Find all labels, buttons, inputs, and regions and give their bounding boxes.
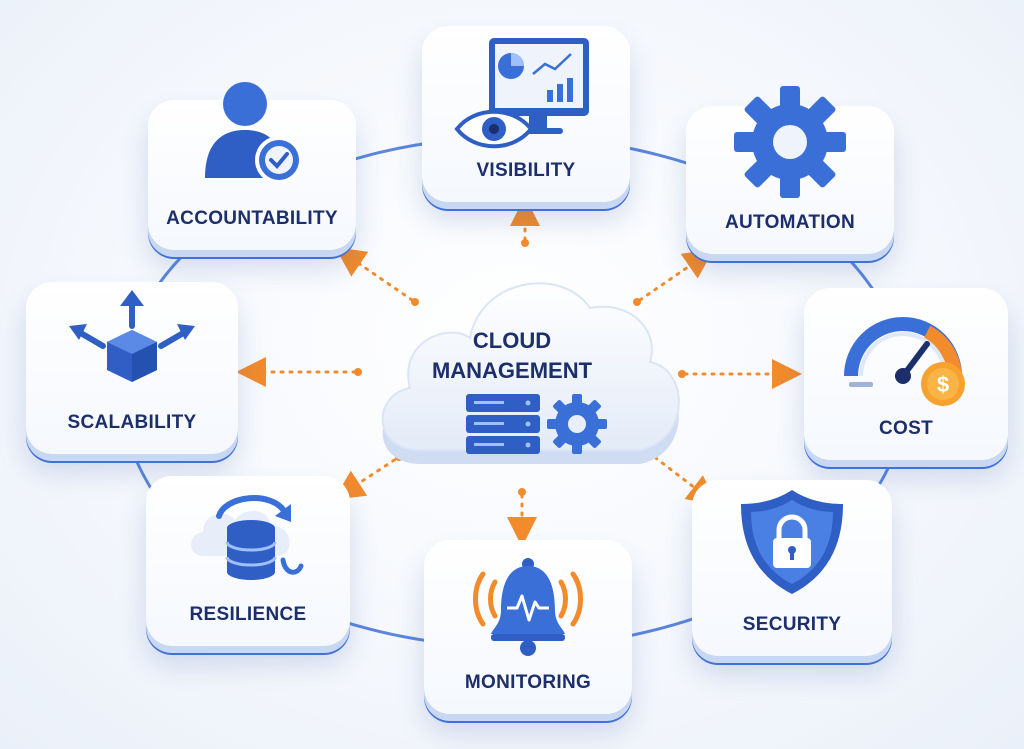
monitor-eye-icon [422, 34, 630, 154]
node-label-scalability: SCALABILITY [67, 412, 197, 433]
bell-pulse-icon [424, 554, 632, 664]
node-label-automation: AUTOMATION [724, 212, 855, 233]
node-cost: $ COST [804, 288, 1008, 460]
node-security: SECURITY [692, 480, 892, 656]
node-label-cost: COST [879, 418, 933, 439]
svg-text:$: $ [937, 372, 949, 397]
node-label-accountability: ACCOUNTABILITY [166, 208, 338, 229]
gear-icon [686, 80, 894, 200]
center-title-line1: CLOUD [472, 328, 552, 353]
node-scalability: SCALABILITY [26, 282, 238, 454]
node-accountability: ACCOUNTABILITY [148, 82, 356, 250]
node-label-monitoring: MONITORING [464, 672, 592, 693]
node-automation: AUTOMATION [686, 86, 894, 254]
node-visibility: VISIBILITY [422, 26, 630, 202]
user-check-icon [148, 78, 356, 188]
cube-arrows-icon [26, 288, 238, 388]
arrow-resilience [333, 453, 404, 500]
gauge-dollar-icon: $ [804, 298, 1008, 408]
center-title-line2: MANAGEMENT [431, 358, 593, 383]
node-resilience: RESILIENCE [146, 476, 350, 646]
node-monitoring: MONITORING [424, 540, 632, 714]
shield-lock-icon [692, 486, 892, 596]
node-label-visibility: VISIBILITY [476, 160, 576, 181]
arrow-automation [638, 249, 714, 302]
node-label-resilience: RESILIENCE [189, 604, 307, 625]
database-sync-icon [146, 486, 350, 586]
node-label-security: SECURITY [742, 614, 842, 635]
